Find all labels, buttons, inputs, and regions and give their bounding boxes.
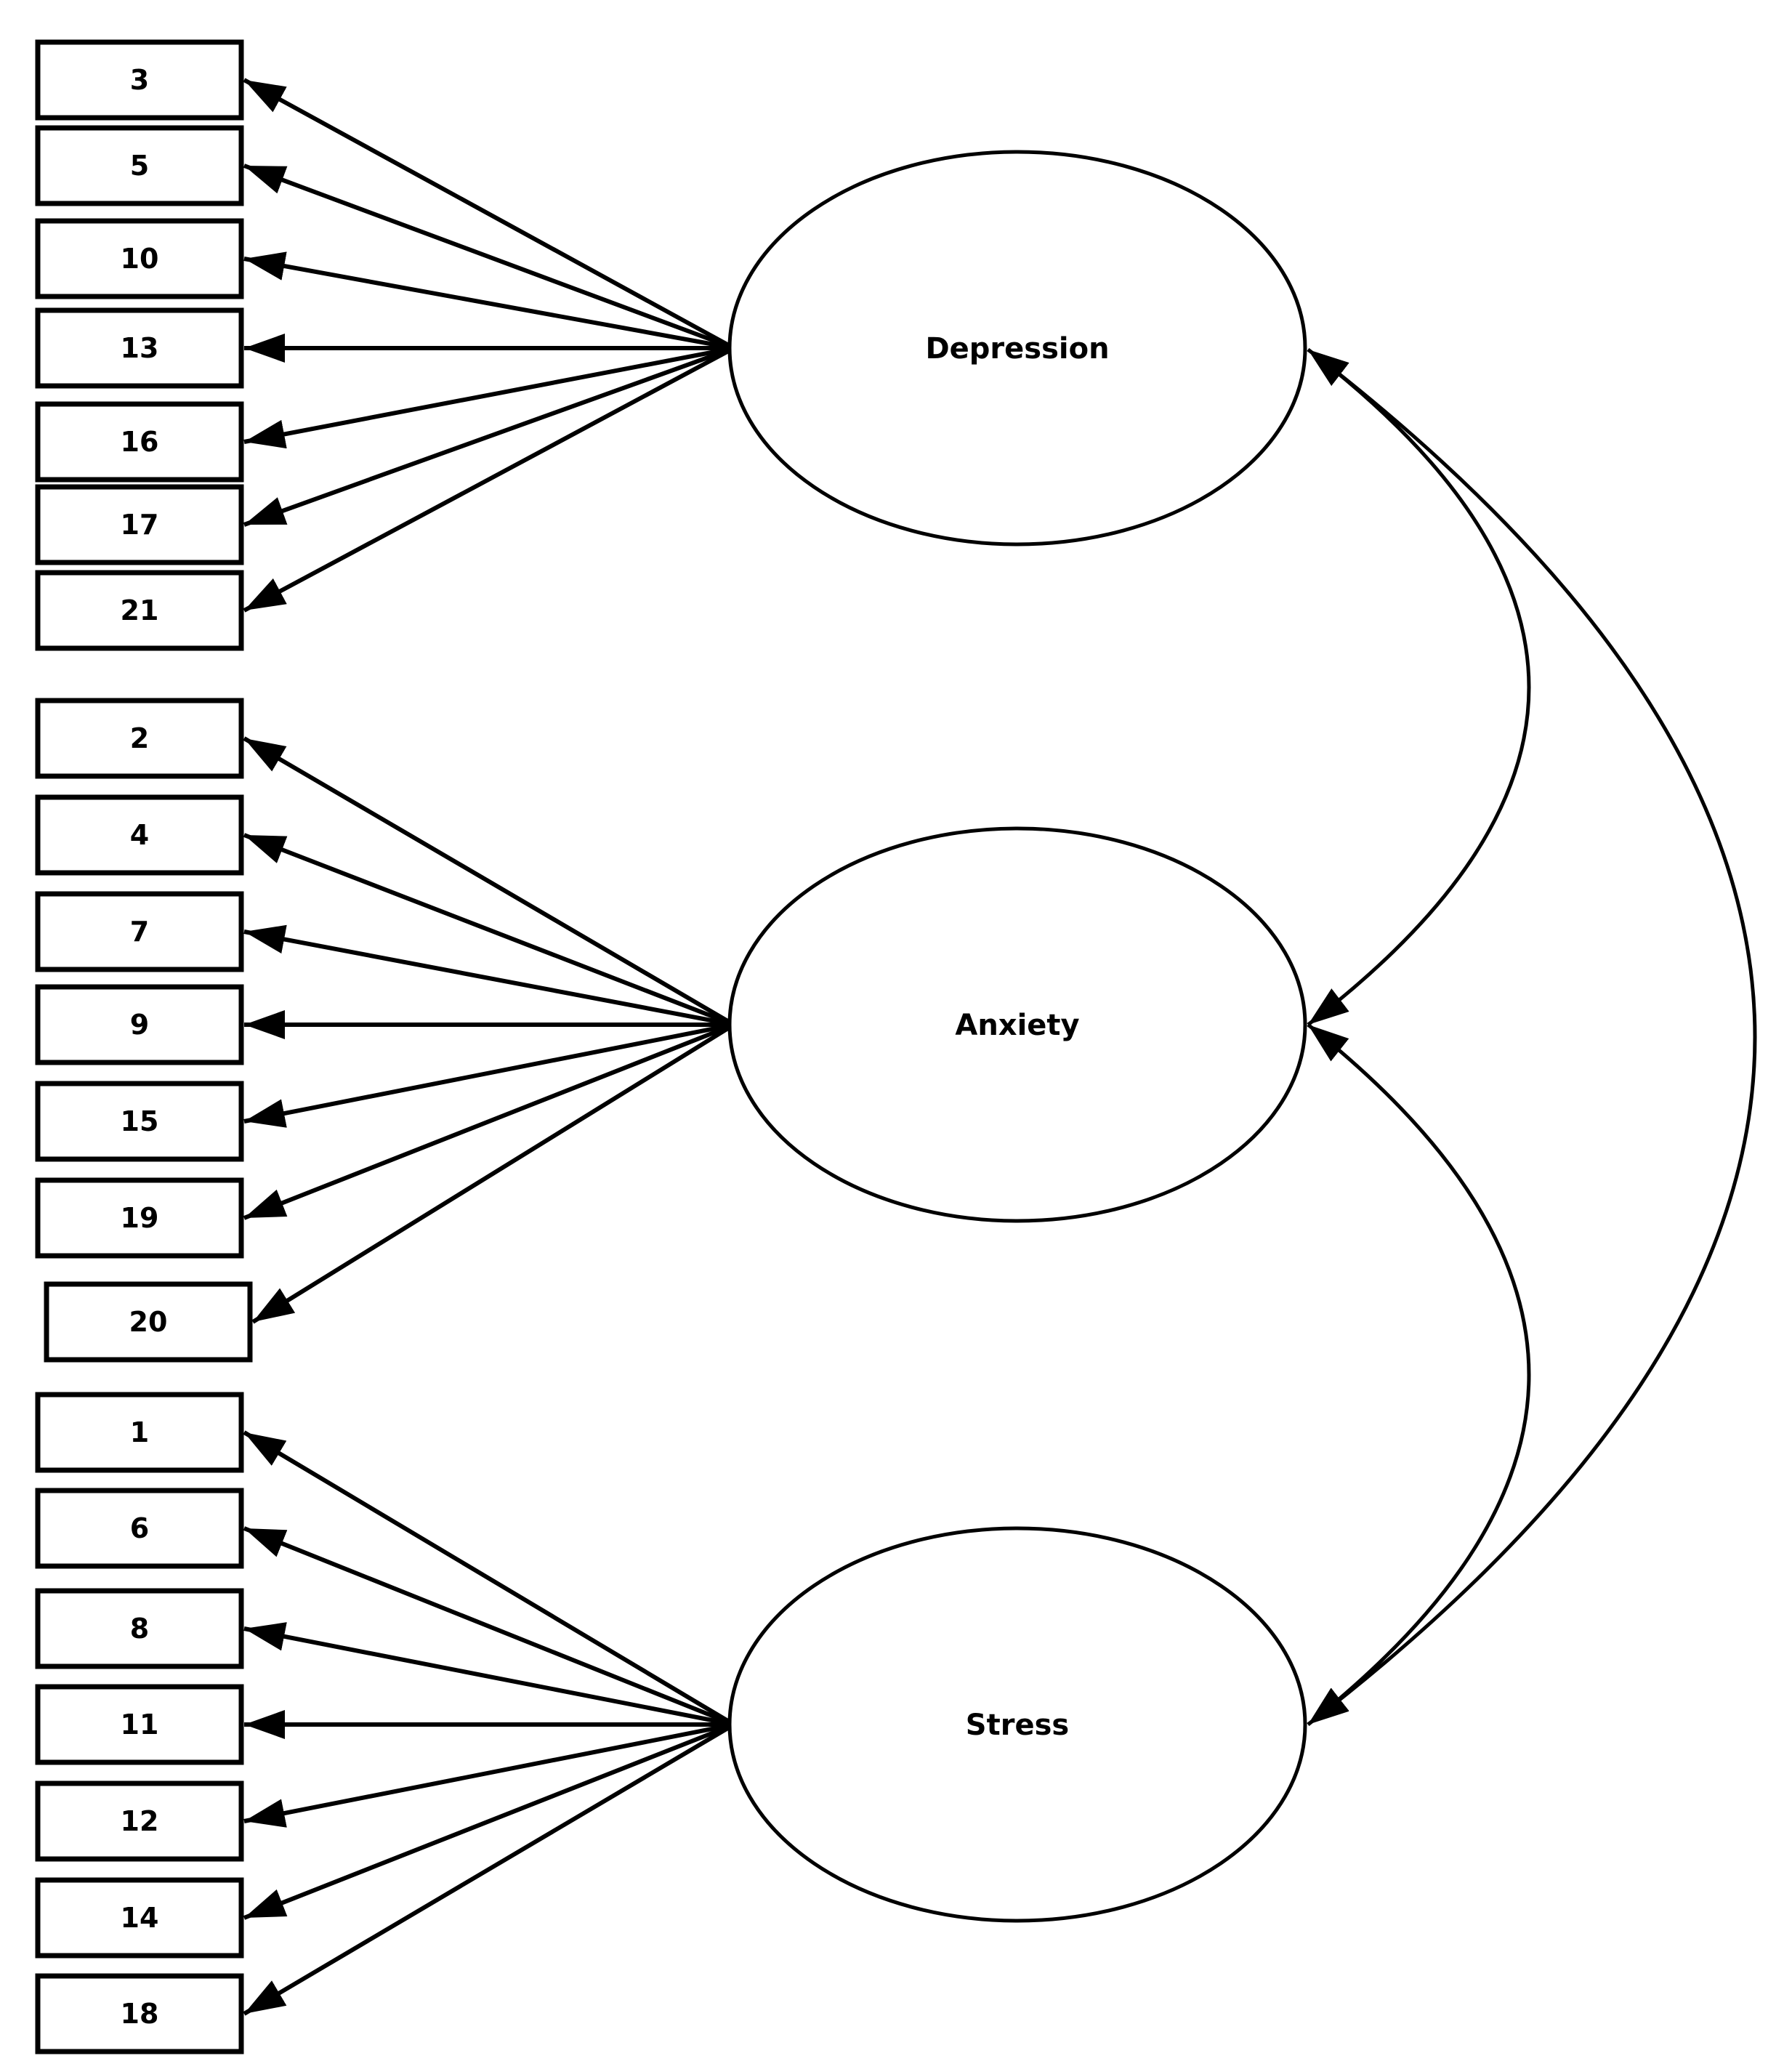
loading-arrows-stress — [243, 1430, 735, 2016]
loading-arrow — [243, 1722, 735, 2016]
item-label: 21 — [121, 594, 159, 626]
item-boxes-depression: 3 5 10 13 16 17 21 — [35, 39, 244, 651]
item-label: 12 — [121, 1805, 159, 1837]
item-box — [35, 1177, 244, 1259]
item-box — [35, 1877, 244, 1959]
loading-arrow — [243, 1622, 735, 1727]
item-box — [35, 984, 244, 1065]
latent-ellipse-depression — [727, 150, 1307, 547]
item-box — [35, 891, 244, 972]
item-label: 13 — [121, 332, 159, 364]
item-label: 17 — [121, 509, 159, 541]
item-label: 10 — [121, 243, 159, 275]
item-box — [35, 1684, 244, 1765]
latent-ellipse-anxiety — [727, 826, 1307, 1223]
item-label: 8 — [130, 1613, 149, 1645]
item-label: 9 — [130, 1009, 149, 1041]
loading-arrow — [243, 251, 735, 350]
item-box — [35, 570, 244, 651]
loading-arrow — [251, 1023, 735, 1324]
loading-arrow — [243, 346, 735, 613]
item-label: 2 — [130, 722, 149, 754]
item-boxes-stress: 1 6 8 11 12 14 18 — [35, 1392, 244, 2054]
item-box — [35, 1780, 244, 1862]
item-label: 16 — [121, 426, 159, 458]
item-label: 18 — [121, 1998, 159, 2030]
loading-arrow — [243, 78, 735, 350]
item-box — [35, 39, 244, 121]
loading-arrow — [243, 1023, 735, 1220]
item-label: 4 — [130, 819, 149, 851]
loading-arrow — [243, 833, 735, 1027]
item-label: 1 — [130, 1416, 149, 1448]
loading-arrow — [243, 1722, 735, 1920]
item-box — [35, 698, 244, 779]
item-box — [35, 401, 244, 483]
loading-arrows-depression — [243, 78, 735, 613]
item-box — [35, 1973, 244, 2054]
latent-label-stress: Stress — [966, 1709, 1069, 1742]
item-label: 19 — [121, 1202, 159, 1234]
item-label: 11 — [121, 1709, 159, 1741]
item-box — [44, 1281, 253, 1363]
covariance-arrows — [1307, 348, 1757, 1726]
loading-arrow — [243, 924, 735, 1027]
factor-depression: Depression 3 5 10 13 16 17 21 — [35, 39, 1307, 651]
loading-arrow — [243, 346, 735, 527]
item-box — [35, 1081, 244, 1162]
loading-arrow — [243, 1430, 735, 1727]
item-label: 7 — [130, 916, 149, 948]
loading-arrow — [243, 346, 735, 449]
item-box — [35, 1392, 244, 1473]
covariance-arrow-depression-anxiety — [1307, 348, 1531, 1026]
loading-arrow — [243, 736, 735, 1027]
loading-arrows-anxiety — [243, 736, 735, 1324]
factor-anxiety: Anxiety 2 4 7 9 15 19 20 — [35, 698, 1307, 1363]
item-boxes-anxiety: 2 4 7 9 15 19 20 — [35, 698, 253, 1363]
latent-label-anxiety: Anxiety — [955, 1009, 1079, 1042]
item-label: 3 — [130, 64, 149, 96]
latent-ellipse-stress — [727, 1526, 1307, 1923]
item-label: 15 — [121, 1105, 159, 1137]
item-label: 20 — [129, 1306, 168, 1338]
item-label: 6 — [130, 1512, 149, 1544]
item-box — [35, 125, 244, 206]
item-box — [35, 794, 244, 876]
loading-arrow — [243, 1722, 735, 1828]
loading-arrow — [243, 1023, 735, 1128]
loading-arrow — [243, 164, 735, 350]
item-box — [35, 307, 244, 389]
factor-stress: Stress 1 6 8 11 12 14 18 — [35, 1392, 1307, 2054]
item-label: 14 — [121, 1902, 159, 1934]
item-box — [35, 218, 244, 299]
covariance-arrow-depression-stress — [1307, 348, 1757, 1726]
latent-label-depression: Depression — [925, 332, 1109, 366]
covariance-arrow-anxiety-stress — [1307, 1023, 1531, 1726]
loading-arrow — [243, 1526, 735, 1727]
item-box — [35, 1488, 244, 1569]
item-box — [35, 1588, 244, 1669]
item-label: 5 — [130, 150, 149, 182]
item-box — [35, 484, 244, 565]
